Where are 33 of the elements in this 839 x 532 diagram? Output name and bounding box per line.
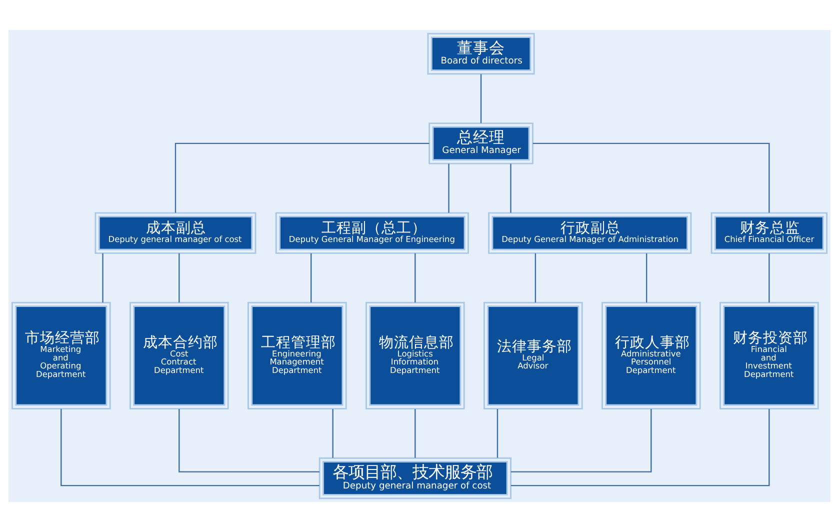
connector	[510, 164, 512, 213]
node-box: 总经理 General Manager	[428, 122, 534, 164]
connector	[532, 142, 770, 213]
connector	[332, 409, 334, 458]
node-box: 法律事务部 Legal Advisor	[483, 302, 583, 410]
connector	[310, 253, 312, 303]
connector	[496, 409, 498, 458]
connector	[414, 409, 416, 458]
node-box: 工程管理部 Engineering Management Department	[247, 302, 347, 410]
node-box: 市场经营部 Marketing and Operating Department	[11, 302, 111, 410]
connector	[448, 164, 450, 213]
node-box: 财务总监 Chief Financial Officer	[710, 212, 828, 254]
connector	[102, 253, 104, 303]
connector	[60, 408, 320, 486]
connector	[510, 408, 652, 472]
connector	[480, 74, 482, 124]
node-box: 工程副（总工） Deputy General Manager of Engineering	[275, 212, 469, 254]
node-box: 成本合约部 Cost Contract Department	[129, 302, 229, 410]
node-box: 各项目部、技术服务部 Deputy general manager of cost	[318, 457, 512, 500]
connector	[534, 253, 536, 303]
node-box: 董事会 Board of directors	[427, 32, 535, 75]
connector	[174, 142, 430, 213]
node-box: 行政副总 Deputy General Manager of Administration	[488, 212, 692, 254]
connector	[768, 253, 770, 303]
node-box: 成本副总 Deputy general manager of cost	[94, 212, 256, 254]
connector	[178, 408, 320, 472]
connector	[510, 408, 770, 486]
node-box: 物流信息部 Logistics Information Department	[365, 302, 465, 410]
node-box: 行政人事部 Administrative Personnel Department	[601, 302, 701, 410]
connector	[414, 253, 416, 303]
connector	[178, 253, 180, 303]
node-box: 财务投资部 Financial and Investment Department	[719, 302, 819, 410]
connector	[646, 253, 648, 303]
